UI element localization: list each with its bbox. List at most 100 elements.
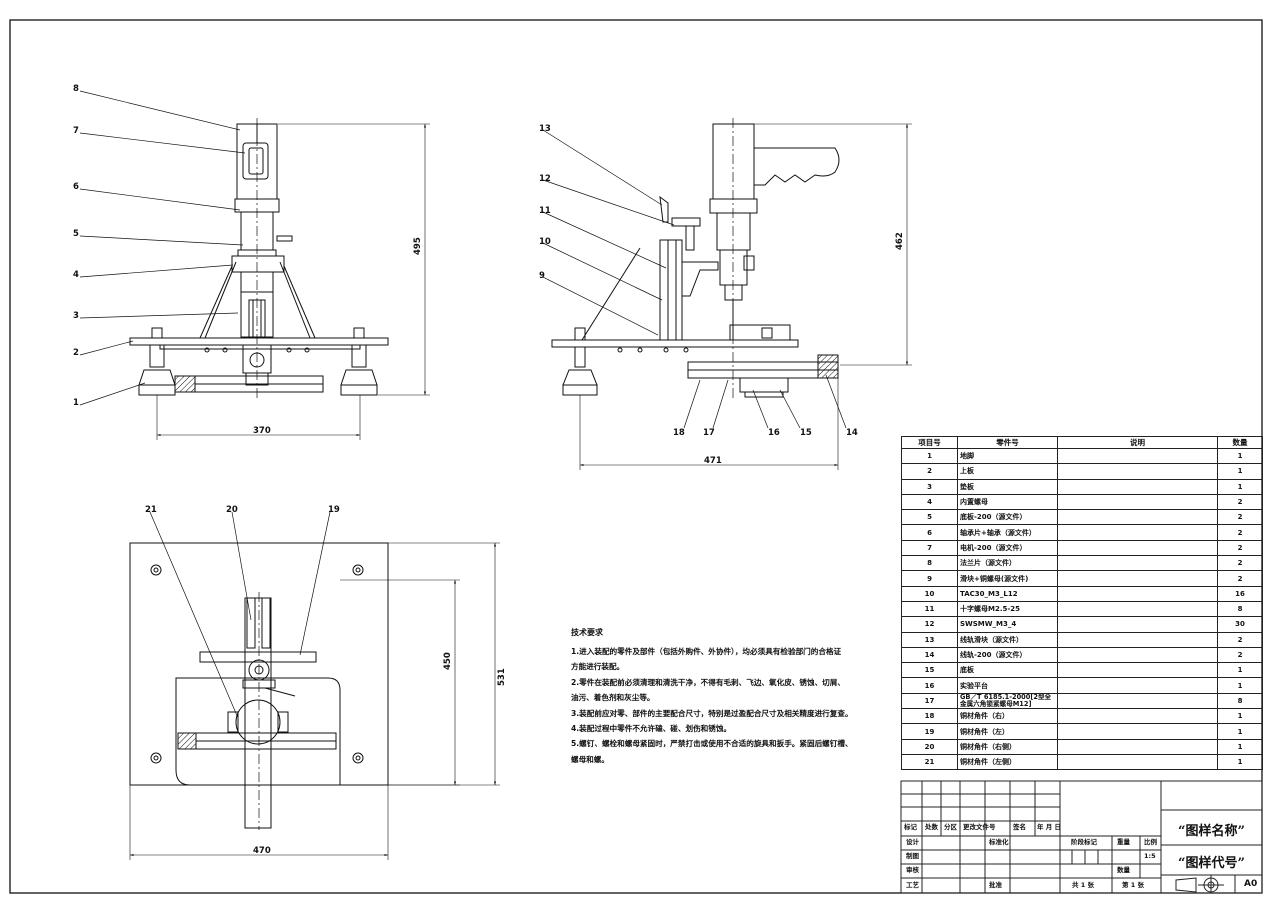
bom-cell-desc [1057, 616, 1218, 633]
bom-cell-part: 电机-200（源文件） [957, 539, 1058, 557]
bom-header-qty: 数量 [1217, 436, 1263, 449]
tech-item: 1.进入装配的零件及部件（包括外购件、外协件），均必须具有检验部门的合格证 [571, 647, 842, 656]
tb-scale-label: 比例 [1144, 838, 1157, 846]
bom-cell-no: 19 [901, 723, 958, 740]
bom-cell-no: 8 [901, 555, 958, 572]
tb-quantity: 数量 [1117, 866, 1130, 874]
tb-drawing-code: “图样代号” [1178, 856, 1245, 871]
bom-cell-part: 十字螺母M2.5-25 [957, 600, 1058, 618]
bom-cell-part: 实验平台 [957, 677, 1058, 694]
bom-cell-desc [1057, 723, 1218, 740]
bom-cell-part: 铜材角件（右） [957, 708, 1058, 725]
bom-cell-qty: 8 [1217, 692, 1263, 710]
bom-cell-no: 2 [901, 463, 958, 480]
bom-cell-part: 滑块+铜螺母(源文件) [957, 570, 1058, 587]
bom-cell-no: 20 [901, 738, 958, 756]
bom-cell-part: 线轨滑块（源文件） [957, 631, 1058, 648]
bom-cell-qty: 1 [1217, 662, 1263, 679]
bom-cell-desc [1057, 539, 1218, 557]
bom-cell-qty: 2 [1217, 570, 1263, 587]
tech-item: 方能进行装配。 [571, 662, 625, 672]
bom-cell-desc [1057, 708, 1218, 725]
bom-cell-qty: 2 [1217, 493, 1263, 511]
bom-cell-desc [1057, 692, 1218, 710]
bom-cell-qty: 1 [1217, 754, 1263, 771]
front-view [79, 90, 430, 440]
tb-signature: 签名 [1013, 823, 1026, 831]
bom-cell-qty: 1 [1217, 723, 1263, 740]
bom-cell-qty: 1 [1217, 677, 1263, 694]
bom-cell-desc [1057, 738, 1218, 756]
bom-cell-part: 垫板 [957, 478, 1058, 495]
tb-mark: 标记 [904, 823, 917, 831]
bom-cell-part: 轴承片+轴承（源文件） [957, 524, 1058, 541]
bom-cell-desc [1057, 662, 1218, 679]
tb-review: 审核 [906, 866, 919, 874]
technical-requirements: 技术要求 1.进入装配的零件及部件（包括外购件、外协件），均必须具有检验部门的合… [571, 627, 856, 767]
bom-cell-desc [1057, 509, 1218, 526]
tb-change-doc: 更改文件号 [963, 823, 996, 831]
tech-item: 5.螺钉、螺栓和螺母紧固时，严禁打击或使用不合适的旋具和扳手。紧固后螺钉槽、 [571, 739, 853, 749]
bom-cell-no: 3 [901, 478, 958, 495]
bom-cell-qty: 1 [1217, 447, 1263, 465]
bom-cell-desc [1057, 463, 1218, 480]
bom-cell-part: 地脚 [957, 447, 1058, 465]
tb-date: 年 月 日 [1037, 823, 1062, 831]
tech-item: 4.装配过程中零件不允许磕、碰、划伤和锈蚀。 [571, 724, 732, 734]
tech-item: 螺母和螺。 [571, 754, 609, 764]
bom-cell-no: 18 [901, 708, 958, 725]
bom-cell-qty: 1 [1217, 738, 1263, 756]
bom-cell-desc [1057, 447, 1218, 465]
bom-cell-qty: 2 [1217, 539, 1263, 557]
bom-cell-part: 线轨-200（源文件） [957, 646, 1058, 664]
bom-cell-qty: 16 [1217, 585, 1263, 602]
bom-cell-qty: 2 [1217, 631, 1263, 648]
title-block-frame [900, 780, 1263, 894]
bom-cell-no: 11 [901, 600, 958, 618]
bom-cell-qty: 8 [1217, 600, 1263, 618]
bom-cell-no: 12 [901, 616, 958, 633]
bom-cell-qty: 2 [1217, 524, 1263, 541]
bom-cell-qty: 30 [1217, 616, 1263, 633]
bom-cell-qty: 1 [1217, 478, 1263, 495]
bom-cell-part: 上板 [957, 463, 1058, 480]
bom-cell-part: 底板-200（源文件） [957, 509, 1058, 526]
tb-sheet: 第 1 张 [1122, 881, 1145, 889]
tb-size: A0 [1244, 879, 1258, 889]
bom-header-part: 零件号 [957, 436, 1058, 449]
bom-cell-part: TAC30_M3_L12 [957, 585, 1058, 602]
bom-cell-part: 法兰片（源文件） [957, 555, 1058, 572]
bom-cell-no: 16 [901, 677, 958, 694]
bom-cell-no: 7 [901, 539, 958, 557]
bom-cell-desc [1057, 478, 1218, 495]
bom-cell-part: 内置螺母 [957, 493, 1058, 511]
bom-cell-qty: 1 [1217, 708, 1263, 725]
tb-sheets: 共 1 张 [1072, 881, 1095, 889]
bom-cell-no: 15 [901, 662, 958, 679]
bom-cell-qty: 2 [1217, 555, 1263, 572]
tb-weight: 重量 [1117, 838, 1130, 846]
tb-approve: 批准 [989, 881, 1002, 889]
bom-cell-no: 1 [901, 447, 958, 465]
bom-cell-desc [1057, 631, 1218, 648]
bom-cell-no: 13 [901, 631, 958, 648]
bom-cell-no: 21 [901, 754, 958, 771]
bom-cell-no: 14 [901, 646, 958, 664]
tech-item: 油污、着色剂和灰尘等。 [571, 693, 655, 703]
